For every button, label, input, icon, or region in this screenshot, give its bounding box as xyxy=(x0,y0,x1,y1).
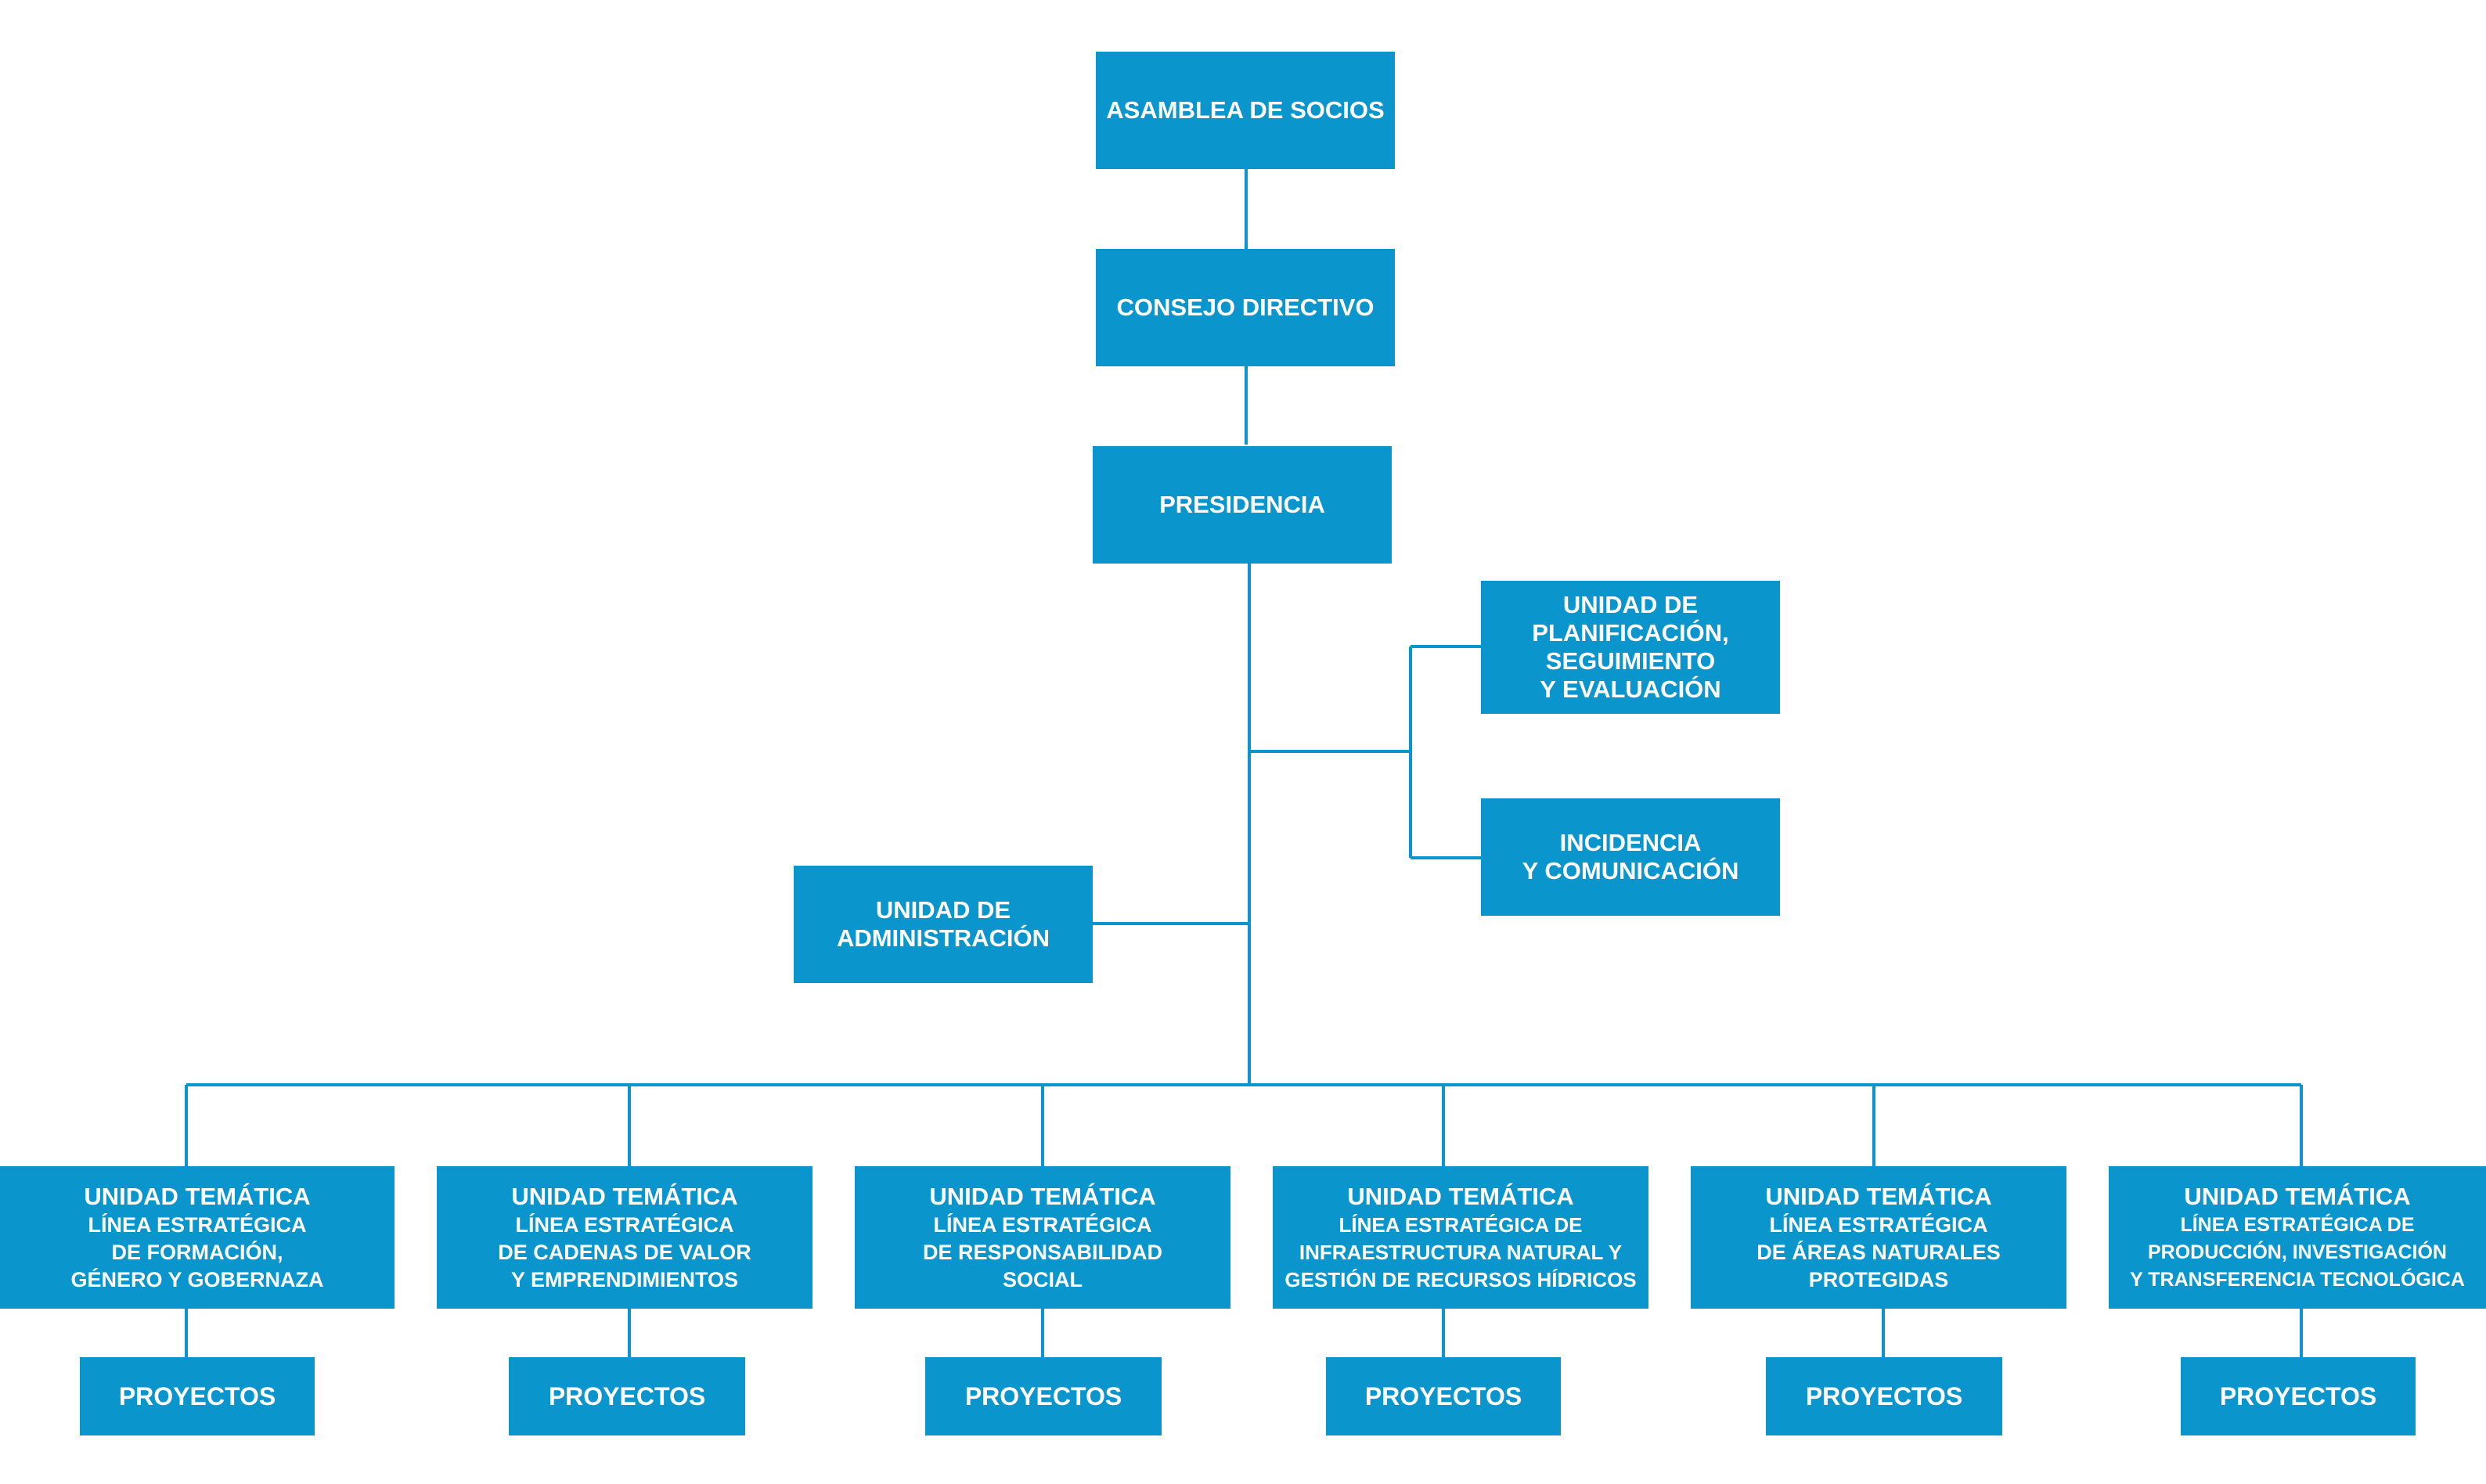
proyectos-label: PROYECTOS xyxy=(964,1381,1122,1410)
unit-line: GÉNERO Y GOBERNAZA xyxy=(70,1267,324,1291)
proyectos-box-2: PROYECTOS xyxy=(509,1357,745,1435)
unit-line: DE ÁREAS NATURALES xyxy=(1756,1240,2001,1264)
unidad-tematica-formacion-box: UNIDAD TEMÁTICA LÍNEA ESTRATÉGICA DE FOR… xyxy=(0,1166,395,1309)
unit-line: GESTIÓN DE RECURSOS HÍDRICOS xyxy=(1284,1267,1637,1291)
proyectos-label: PROYECTOS xyxy=(548,1381,706,1410)
administracion-line: ADMINISTRACIÓN xyxy=(836,924,1050,952)
unit-line: SOCIAL xyxy=(1002,1267,1083,1291)
consejo-directivo-box: CONSEJO DIRECTIVO xyxy=(1096,249,1395,366)
unit-title: UNIDAD TEMÁTICA xyxy=(511,1182,738,1210)
incidencia-line: INCIDENCIA xyxy=(1559,829,1702,856)
unit-line: DE FORMACIÓN, xyxy=(111,1240,283,1264)
unidad-tematica-areas-naturales-box: UNIDAD TEMÁTICA LÍNEA ESTRATÉGICA DE ÁRE… xyxy=(1691,1166,2066,1309)
proyectos-box-5: PROYECTOS xyxy=(1766,1357,2002,1435)
unit-title: UNIDAD TEMÁTICA xyxy=(1347,1182,1574,1210)
unit-line: LÍNEA ESTRATÉGICA DE xyxy=(1338,1212,1583,1237)
proyectos-label: PROYECTOS xyxy=(1805,1381,1963,1410)
unit-line: LÍNEA ESTRATÉGICA DE xyxy=(2180,1213,2415,1236)
unit-line: LÍNEA ESTRATÉGICA xyxy=(933,1212,1152,1237)
unit-line: Y TRANSFERENCIA TECNOLÓGICA xyxy=(2130,1268,2465,1291)
planificacion-line: SEGUIMIENTO xyxy=(1545,647,1716,675)
unidad-administracion-box: UNIDAD DE ADMINISTRACIÓN xyxy=(794,866,1093,983)
proyectos-label: PROYECTOS xyxy=(1364,1381,1522,1410)
unidad-planificacion-box: UNIDAD DE PLANIFICACIÓN, SEGUIMIENTO Y E… xyxy=(1481,581,1780,714)
consejo-label: CONSEJO DIRECTIVO xyxy=(1116,294,1375,321)
unit-title: UNIDAD TEMÁTICA xyxy=(2184,1182,2411,1210)
planificacion-line: UNIDAD DE xyxy=(1562,591,1699,618)
unit-line: Y EMPRENDIMIENTOS xyxy=(510,1267,739,1291)
unit-title: UNIDAD TEMÁTICA xyxy=(84,1182,311,1210)
presidencia-box: PRESIDENCIA xyxy=(1093,446,1392,564)
proyectos-box-6: PROYECTOS xyxy=(2181,1357,2416,1435)
unit-line: LÍNEA ESTRATÉGICA xyxy=(1769,1212,1988,1237)
proyectos-box-4: PROYECTOS xyxy=(1326,1357,1561,1435)
proyectos-box-3: PROYECTOS xyxy=(925,1357,1162,1435)
unit-title: UNIDAD TEMÁTICA xyxy=(929,1182,1156,1210)
unidad-tematica-produccion-box: UNIDAD TEMÁTICA LÍNEA ESTRATÉGICA DE PRO… xyxy=(2109,1166,2486,1309)
unit-line: PRODUCCIÓN, INVESTIGACIÓN xyxy=(2148,1241,2447,1263)
presidencia-label: PRESIDENCIA xyxy=(1159,491,1325,518)
unit-line: DE CADENAS DE VALOR xyxy=(498,1240,751,1264)
proyectos-box-1: PROYECTOS xyxy=(80,1357,315,1435)
asamblea-de-socios-box: ASAMBLEA DE SOCIOS xyxy=(1096,52,1395,169)
unit-title: UNIDAD TEMÁTICA xyxy=(1765,1182,1992,1210)
unit-line: INFRAESTRUCTURA NATURAL Y xyxy=(1299,1240,1623,1264)
planificacion-line: Y EVALUACIÓN xyxy=(1540,675,1721,703)
unit-line: PROTEGIDAS xyxy=(1808,1267,1949,1291)
unit-line: LÍNEA ESTRATÉGICA xyxy=(88,1212,307,1237)
unidad-tematica-cadenas-valor-box: UNIDAD TEMÁTICA LÍNEA ESTRATÉGICA DE CAD… xyxy=(437,1166,812,1309)
administracion-line: UNIDAD DE xyxy=(875,896,1011,924)
unit-line: DE RESPONSABILIDAD xyxy=(922,1240,1163,1264)
asamblea-label: ASAMBLEA DE SOCIOS xyxy=(1106,96,1385,124)
incidencia-line: Y COMUNICACIÓN xyxy=(1522,857,1739,884)
incidencia-comunicacion-box: INCIDENCIA Y COMUNICACIÓN xyxy=(1481,798,1780,916)
unidad-tematica-infraestructura-box: UNIDAD TEMÁTICA LÍNEA ESTRATÉGICA DE INF… xyxy=(1273,1166,1648,1309)
proyectos-label: PROYECTOS xyxy=(2219,1381,2377,1410)
proyectos-label: PROYECTOS xyxy=(118,1381,276,1410)
unidad-tematica-responsabilidad-social-box: UNIDAD TEMÁTICA LÍNEA ESTRATÉGICA DE RES… xyxy=(855,1166,1230,1309)
planificacion-line: PLANIFICACIÓN, xyxy=(1532,619,1729,647)
unit-line: LÍNEA ESTRATÉGICA xyxy=(515,1212,734,1237)
